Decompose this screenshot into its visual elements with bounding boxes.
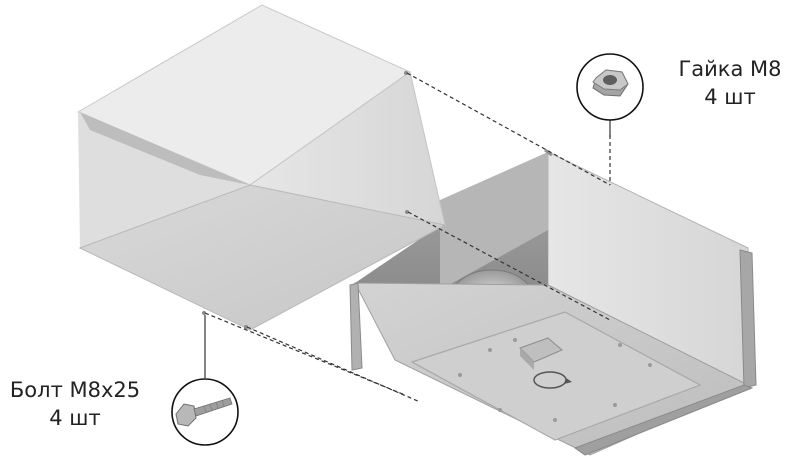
motor-housing <box>519 337 572 389</box>
nut-icon <box>592 69 629 97</box>
bolt-name: Болт М8х25 <box>9 378 141 402</box>
nut-callout <box>576 53 644 137</box>
panel-screws <box>458 338 652 422</box>
fan-inner-wall <box>440 152 548 290</box>
mounting-rail-left <box>349 282 363 371</box>
mounting-rail-right <box>739 249 757 389</box>
align-line-4 <box>246 326 421 403</box>
align-line-1 <box>406 72 611 186</box>
duct-connector <box>76 4 447 331</box>
bolt-qty: 4 шт <box>49 406 101 430</box>
duct-inner-shadow <box>80 112 250 185</box>
nut-qty: 4 шт <box>704 85 756 109</box>
nut-label: Гайка М8 4 шт <box>665 55 795 111</box>
fan-inspection-panel <box>410 311 702 441</box>
bolt-callout <box>171 315 239 446</box>
bolt-label: Болт М8х25 4 шт <box>0 376 150 432</box>
nut-name: Гайка М8 <box>678 57 782 81</box>
mounting-rail-bottom <box>573 384 754 456</box>
fan-unit <box>349 148 757 456</box>
alignment-lines <box>204 72 611 403</box>
bolt-icon <box>175 397 233 427</box>
align-line-2 <box>407 211 611 321</box>
align-line-3 <box>204 312 406 396</box>
duct-front-face <box>78 184 447 331</box>
